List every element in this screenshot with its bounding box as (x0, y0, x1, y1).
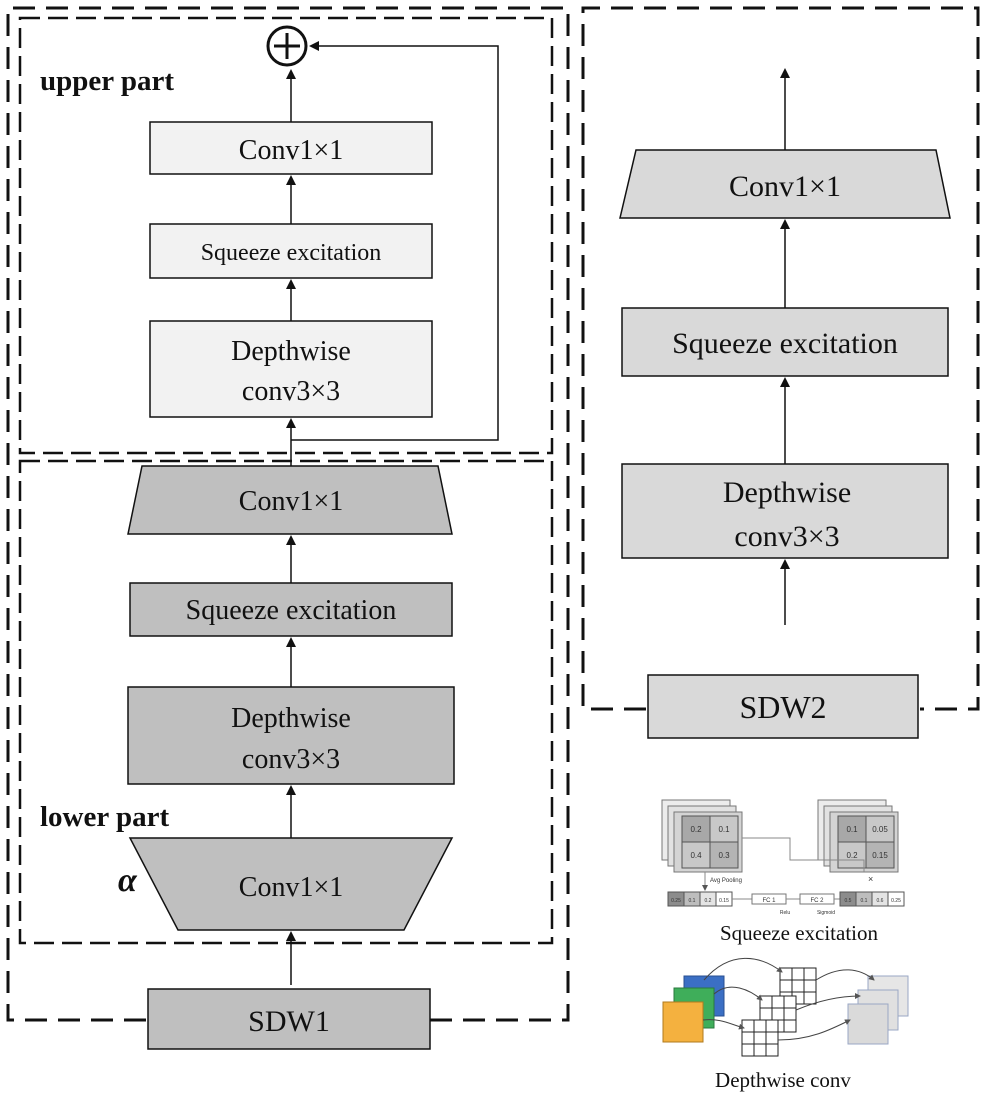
lower-depthwise-block: Depthwise conv3×3 (127, 686, 455, 785)
alpha-label: α (118, 862, 138, 899)
sdw2-outer-border (581, 6, 980, 711)
se-left-grid-v0: 0.2 (690, 825, 702, 834)
se-mult-symbol: × (868, 874, 873, 884)
se-right-vec-v0: 0.5 (845, 898, 852, 904)
se-left-grid: 0.2 0.1 0.4 0.3 (681, 815, 739, 869)
lower-depthwise-line1: Depthwise (231, 703, 351, 734)
se-left-vec-v1: 0.1 (689, 898, 696, 904)
dw-kernel-1 (779, 967, 817, 1005)
legend-se-illustration: 0.2 0.1 0.4 0.3 0.1 0.05 0.2 0.15 Avg Po… (661, 799, 905, 916)
se-pool-label: Avg Pooling (710, 878, 742, 884)
sdw2-conv1x1-block: Conv1×1 (619, 149, 951, 219)
upper-part-title: upper part (40, 65, 174, 97)
lower-part-box (18, 459, 554, 945)
sdw2-se-label: Squeeze excitation (672, 327, 898, 360)
lower-se-label: Squeeze excitation (186, 595, 397, 626)
se-right-grid-v1: 0.05 (872, 825, 888, 834)
upper-se-block: Squeeze excitation (149, 223, 433, 279)
se-left-vec-v3: 0.15 (719, 898, 729, 904)
upper-se-label: Squeeze excitation (201, 240, 382, 266)
dw-input-channel-3 (662, 1001, 704, 1043)
lower-conv1x1-bottom-label: Conv1×1 (239, 872, 343, 903)
dw-output-3 (847, 1003, 889, 1045)
upper-part-box (18, 16, 554, 455)
se-right-vec-v2: 0.6 (877, 898, 884, 904)
add-node (266, 25, 308, 67)
se-left-vec-v0: 0.25 (671, 898, 681, 904)
se-left-grid-v2: 0.4 (690, 851, 702, 860)
se-sigmoid-label: Sigmoid (817, 910, 835, 916)
sdw2-depthwise-line2: conv3×3 (734, 520, 839, 553)
lower-part-title: lower part (40, 801, 169, 833)
sdw2-conv1x1-label: Conv1×1 (729, 170, 841, 203)
sdw1-label: SDW1 (248, 1005, 330, 1038)
upper-depthwise-block: Depthwise conv3×3 (149, 320, 433, 418)
legend-depthwise-illustration (662, 957, 909, 1057)
sdw2-depthwise-block: Depthwise conv3×3 (621, 463, 949, 559)
upper-depthwise-line2: conv3×3 (242, 376, 340, 407)
lower-se-block: Squeeze excitation (129, 582, 453, 637)
se-right-vec-v1: 0.1 (861, 898, 868, 904)
sdw1-label-block: SDW1 (147, 988, 431, 1050)
se-relu-label: Relu (780, 910, 791, 916)
se-right-grid-v3: 0.15 (872, 851, 888, 860)
se-left-vec-v2: 0.2 (705, 898, 712, 904)
legend-dw-caption: Depthwise conv (715, 1068, 851, 1092)
se-left-grid-v3: 0.3 (718, 851, 730, 860)
sdw2-label-block: SDW2 (647, 674, 919, 739)
lower-conv1x1-reduce-block: Conv1×1 (128, 837, 454, 931)
upper-depthwise-line1: Depthwise (231, 336, 351, 367)
se-right-grid: 0.1 0.05 0.2 0.15 (837, 815, 895, 869)
legend-se-caption: Squeeze excitation (720, 921, 879, 945)
dw-kernel-3 (741, 1019, 779, 1057)
lower-conv1x1-expand-block: Conv1×1 (127, 465, 453, 535)
sdw2-depthwise-line1: Depthwise (723, 476, 851, 509)
upper-conv1x1-block: Conv1×1 (149, 121, 433, 175)
se-fc2-label: FC 2 (810, 898, 824, 904)
lower-depthwise-line2: conv3×3 (242, 744, 340, 775)
se-left-vector: 0.25 0.1 0.2 0.15 (667, 891, 733, 907)
se-left-grid-v1: 0.1 (718, 825, 730, 834)
se-fc1-label: FC 1 (762, 898, 776, 904)
lower-conv1x1-top-label: Conv1×1 (239, 486, 343, 517)
residual-connection (291, 41, 499, 441)
upper-conv1x1-label: Conv1×1 (239, 135, 343, 166)
se-right-vec-v3: 0.25 (891, 898, 901, 904)
sdw2-se-block: Squeeze excitation (621, 307, 949, 377)
se-right-vector: 0.5 0.1 0.6 0.25 (839, 891, 905, 907)
sdw1-outer-border (6, 6, 570, 1022)
se-right-grid-v2: 0.2 (846, 851, 858, 860)
se-right-grid-v0: 0.1 (846, 825, 858, 834)
sdw2-label: SDW2 (739, 689, 826, 725)
